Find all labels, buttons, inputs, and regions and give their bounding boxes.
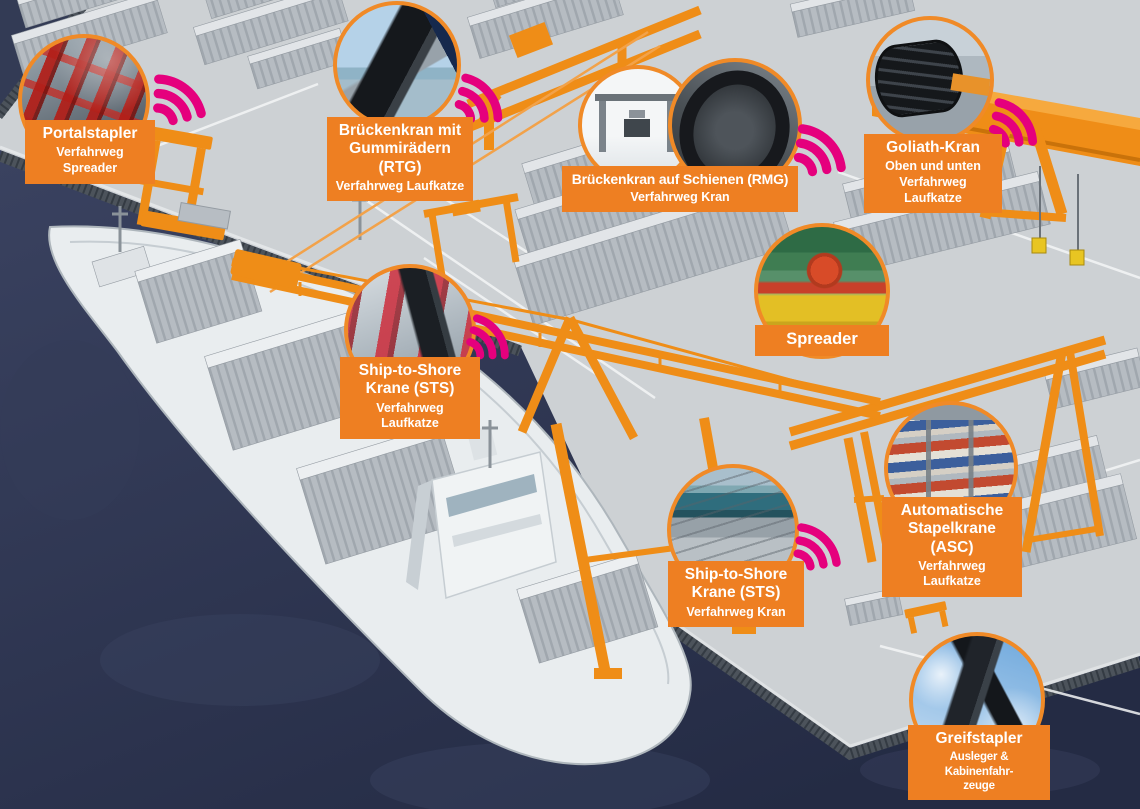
callout-title: Automatische Stapelkrane (ASC) xyxy=(900,502,1004,556)
callout-label[interactable]: Automatische Stapelkrane (ASC) Verfahrwe… xyxy=(882,497,1022,598)
container-ship xyxy=(48,192,692,766)
callout-title: Goliath-Kran xyxy=(886,139,980,156)
callout-title: Portalstapler xyxy=(42,125,138,142)
callout-title: Greifstapler xyxy=(935,730,1023,747)
callout-label[interactable]: Portalstapler Verfahrweg Spreader xyxy=(25,120,155,184)
callout-title: Ship-to-Shore Krane (STS) xyxy=(684,566,788,602)
callout-title: Spreader xyxy=(786,330,858,348)
energy-chain-drum xyxy=(870,36,967,120)
callout-title: Ship-to-Shore Krane (STS) xyxy=(358,362,462,398)
callout-label[interactable]: Brückenkran auf Schienen (RMG) Verfahrwe… xyxy=(562,166,798,213)
wifi-signal-icon xyxy=(145,59,218,132)
rmg-crane-model xyxy=(595,93,681,151)
callout-label[interactable]: Brückenkran mit Gummirädern (RTG) Verfah… xyxy=(327,117,473,202)
callout-label[interactable]: Ship-to-Shore Krane (STS) Verfahrweg Lau… xyxy=(340,357,480,439)
sts-crane-center xyxy=(230,30,881,679)
callout-label[interactable]: Spreader xyxy=(755,325,889,357)
ship-bridge xyxy=(406,425,557,599)
callout-subtitle: Verfahrweg Spreader xyxy=(56,145,124,175)
callout-title: Brückenkran mit Gummirädern (RTG) xyxy=(338,122,462,176)
callout-subtitle: Ausleger & Kabinenfahr- zeuge xyxy=(944,751,1014,793)
callout-subtitle: Verfahrweg Laufkatze xyxy=(918,558,986,589)
wifi-signal-icon xyxy=(790,514,850,574)
callout-label[interactable]: Greifstapler Ausleger & Kabinenfahr- zeu… xyxy=(908,725,1050,801)
wifi-signal-icon xyxy=(460,304,523,367)
mini-spreader-machine xyxy=(904,601,949,634)
callout-photo-goliath[interactable] xyxy=(866,16,994,144)
callout-label[interactable]: Goliath-Kran Oben und unten Verfahrweg L… xyxy=(864,134,1002,214)
callout-subtitle: Verfahrweg Laufkatze xyxy=(376,400,444,431)
callout-subtitle: Verfahrweg Laufkatze xyxy=(335,178,465,193)
wifi-signal-icon xyxy=(790,114,856,180)
quay-portal-crane xyxy=(423,193,520,289)
sts-crane-right xyxy=(788,335,1107,563)
callout-photo-rtg[interactable] xyxy=(333,1,461,129)
callout-subtitle: Oben und unten Verfahrweg Laufkatze xyxy=(885,159,981,205)
callout-label[interactable]: Ship-to-Shore Krane (STS) Verfahrweg Kra… xyxy=(668,561,804,628)
callout-title: Brückenkran auf Schienen (RMG) xyxy=(571,171,789,187)
callout-subtitle: Verfahrweg Kran xyxy=(630,189,730,204)
callout-subtitle: Verfahrweg Kran xyxy=(686,604,786,619)
